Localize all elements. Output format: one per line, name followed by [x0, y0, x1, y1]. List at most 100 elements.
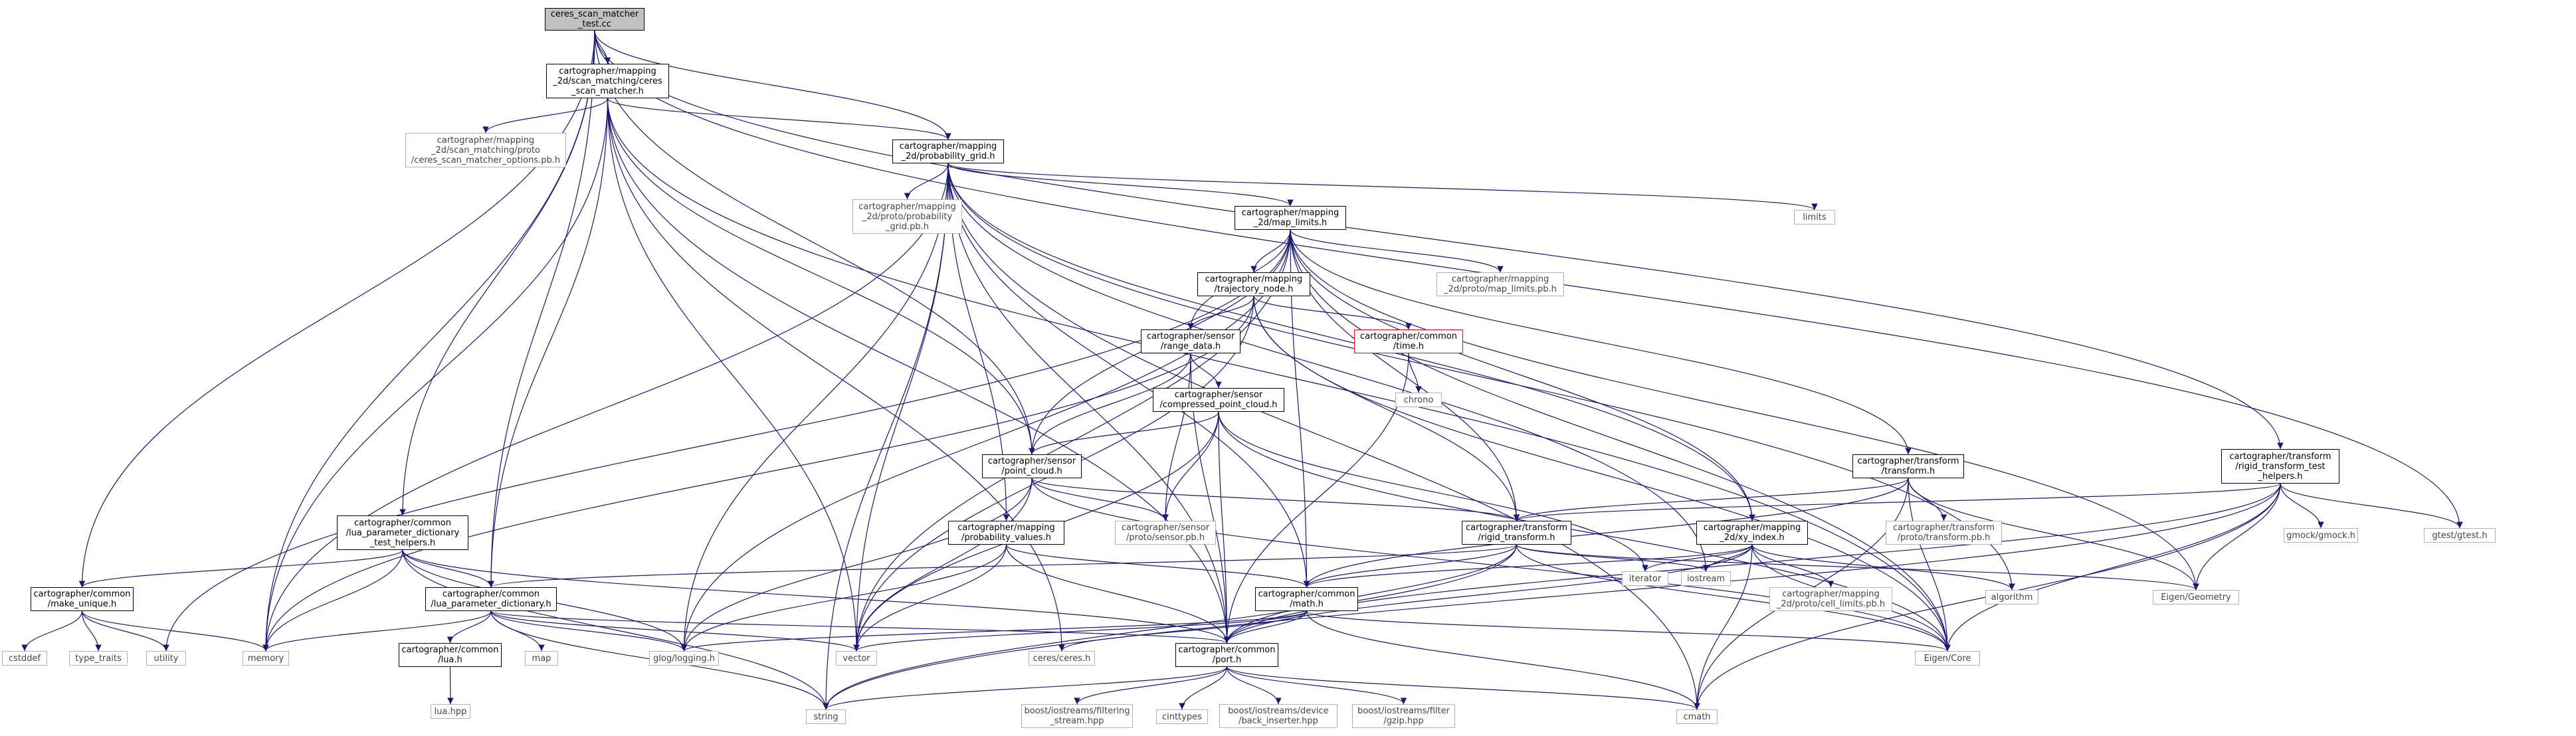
dependency-edge — [1223, 610, 1308, 644]
node-trajectory-node-h[interactable]: cartographer/mapping /trajectory_node.h — [1197, 272, 1310, 296]
dependency-edge — [1908, 478, 1947, 521]
dependency-edge — [1290, 229, 1951, 652]
dependency-edge — [482, 98, 609, 134]
dependency-edge — [262, 296, 1254, 652]
node-rigid-transform-test-helpers-h[interactable]: cartographer/transform /rigid_transform_… — [2221, 449, 2339, 484]
dependency-edge — [947, 163, 1294, 207]
node-xy-index-h[interactable]: cartographer/mapping _2d/xy_index.h — [1696, 521, 1808, 545]
dependency-edge — [853, 544, 1007, 652]
node-make-unique-h[interactable]: cartographer/common /make_unique.h — [31, 587, 134, 611]
dependency-edge — [262, 610, 492, 652]
dependency-edge — [1179, 666, 1228, 710]
dependency-edge — [947, 163, 1710, 572]
dependency-edge — [1031, 478, 1951, 652]
dependency-edge — [446, 610, 492, 644]
node-sensor-pb-h: cartographer/sensor /proto/sensor.pb.h — [1115, 521, 1216, 545]
dependency-edge — [823, 483, 2281, 710]
node-cinttypes: cinttypes — [1156, 709, 1208, 724]
node-chrono: chrono — [1395, 393, 1442, 407]
node-point-cloud-h[interactable]: cartographer/sensor /point_cloud.h — [982, 454, 1082, 478]
dependency-edge — [1031, 478, 1520, 521]
dependency-edge — [1187, 296, 1254, 330]
dependency-edge — [1908, 478, 1951, 652]
dependency-edge — [1516, 544, 1951, 652]
dependency-edge — [1190, 353, 1222, 389]
node-transform-h[interactable]: cartographer/transform /transform.h — [1852, 454, 1964, 478]
node-compressed-point-cloud-h[interactable]: cartographer/sensor /compressed_point_cl… — [1153, 388, 1284, 412]
dependency-edge — [1290, 229, 1755, 521]
dependency-edge — [262, 98, 609, 652]
node-probability-values-h[interactable]: cartographer/mapping /probability_values… — [948, 521, 1064, 545]
node-math-h[interactable]: cartographer/common /math.h — [1255, 587, 1358, 611]
node-glog-logging-h: glog/logging.h — [649, 651, 719, 666]
node-probability-grid-h[interactable]: cartographer/mapping _2d/probability_gri… — [892, 139, 1004, 163]
dependency-edge — [607, 98, 951, 140]
dependency-edge — [1303, 544, 1518, 588]
dependency-edge — [853, 610, 1308, 652]
dependency-edge — [21, 610, 83, 652]
node-type-traits: type_traits — [69, 651, 128, 666]
node-string: string — [806, 709, 846, 724]
dependency-edge — [1303, 544, 1753, 588]
node-utility: utility — [146, 651, 186, 666]
dependency-edge — [1226, 666, 1407, 705]
node-ceres-scan-matcher-test-cc: ceres_scan_matcher _test.cc — [545, 8, 644, 31]
dependency-edge — [1290, 229, 1504, 273]
node-range-data-h[interactable]: cartographer/sensor /range_data.h — [1141, 329, 1240, 353]
dependency-edge — [1223, 544, 1753, 644]
dependency-edge — [607, 98, 1951, 652]
node-lua-parameter-dictionary-h[interactable]: cartographer/common /lua_parameter_dicti… — [425, 587, 557, 611]
dependency-edge — [947, 163, 1231, 644]
dependency-edge — [594, 30, 951, 140]
dependency-edge — [681, 610, 1308, 652]
dependency-edge — [402, 549, 829, 710]
dependency-edge — [163, 229, 1291, 652]
dependency-edge — [78, 549, 403, 588]
node-lua-parameter-dictionary-test-helpers-h[interactable]: cartographer/common /lua_parameter_dicti… — [337, 515, 468, 550]
dependency-edge — [402, 549, 494, 588]
node-rigid-transform-h[interactable]: cartographer/transform /rigid_transform.… — [1462, 521, 1571, 545]
dependency-edge — [1516, 544, 1710, 572]
dependency-edge — [607, 98, 860, 652]
dependency-edge — [1306, 610, 1700, 710]
dependency-edge — [1694, 544, 1753, 710]
node-map-limits-h[interactable]: cartographer/mapping _2d/map_limits.h — [1235, 206, 1346, 230]
dependency-edge — [853, 163, 949, 652]
node-eigen-core: Eigen/Core — [1915, 651, 1980, 666]
node-gtest-h: gtest/gtest.h — [2424, 528, 2496, 543]
node-cmath: cmath — [1676, 709, 1718, 724]
dependency-edge — [1058, 610, 1308, 652]
dependency-edge — [490, 610, 688, 652]
node-lua-hpp: lua.hpp — [431, 704, 470, 719]
node-vector: vector — [836, 651, 877, 666]
dependency-edge — [490, 610, 1230, 644]
node-port-h[interactable]: cartographer/common /port.h — [1175, 643, 1278, 667]
node-ceres-scan-matcher-h[interactable]: cartographer/mapping _2d/scan_matching/c… — [546, 64, 669, 98]
node-back-inserter-hpp: boost/iostreams/device /back_inserter.hp… — [1219, 704, 1338, 728]
dependency-edge — [262, 163, 949, 652]
node-limits: limits — [1794, 210, 1835, 225]
dependency-edge — [823, 163, 949, 710]
dependency-edge — [1751, 544, 2015, 591]
dependency-edge — [1162, 353, 1191, 521]
dependency-edge — [1751, 544, 1834, 588]
dependency-edge — [399, 30, 595, 516]
dependency-edge — [447, 666, 454, 705]
node-eigen-geometry: Eigen/Geometry — [2153, 590, 2239, 604]
dependency-edge — [1029, 353, 1191, 455]
dependency-edge — [1005, 544, 1310, 588]
dependency-edge — [1306, 610, 1951, 652]
dependency-edge — [947, 163, 1310, 588]
dependency-edge — [1702, 544, 1753, 572]
dependency-edge — [1223, 483, 2281, 644]
dependency-edge — [81, 610, 169, 652]
dependency-edge — [594, 30, 611, 64]
dependency-edge — [1226, 666, 1282, 705]
dependency-edge — [2280, 483, 2324, 529]
dependency-edge — [1223, 544, 1518, 644]
dependency-edge — [1029, 411, 1219, 455]
dependency-edge — [2193, 483, 2281, 591]
dependency-edge — [262, 30, 595, 652]
node-lua-h[interactable]: cartographer/common /lua.h — [399, 643, 502, 667]
